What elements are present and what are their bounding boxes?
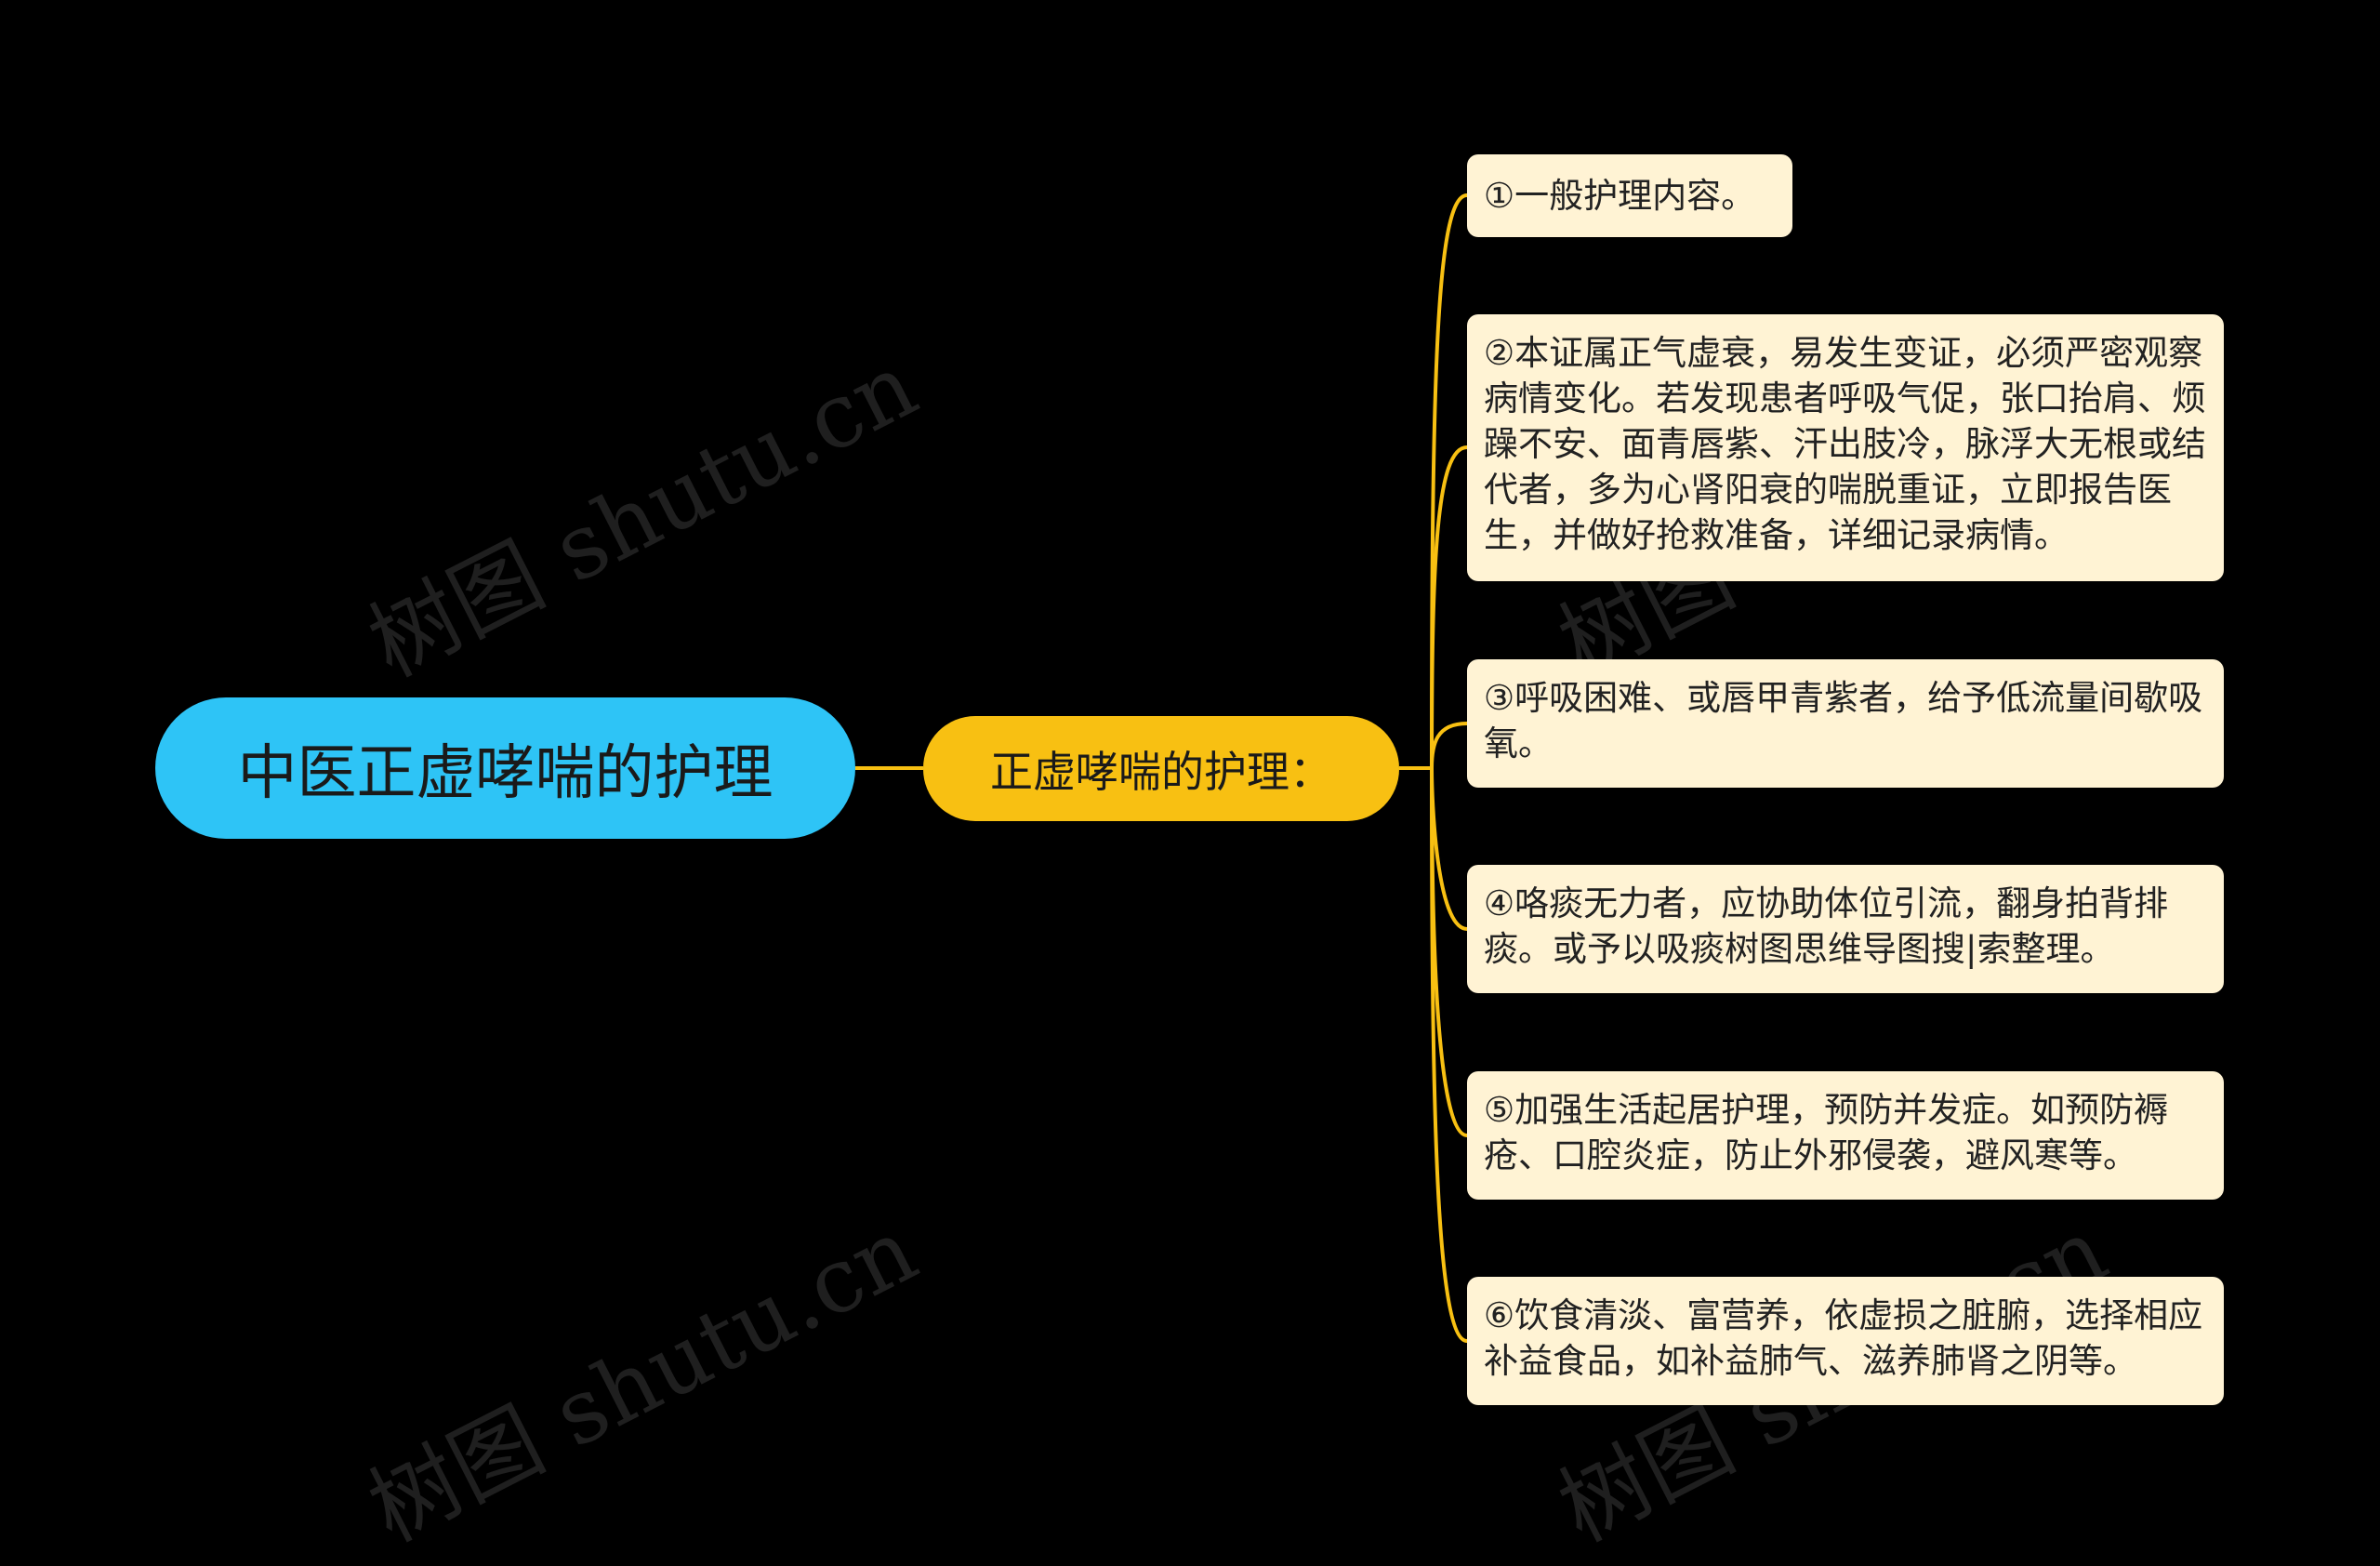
- branch-node-label: 正虚哮喘的护理：: [990, 746, 1332, 797]
- leaf-node-text: ⑤加强生活起居护理，预防并发症。如预防褥疮、口腔炎症，防止外邪侵袭，避风寒等。: [1484, 1090, 2169, 1175]
- leaf-1-connector: [1430, 193, 1468, 769]
- leaf-2-connector: [1430, 445, 1468, 769]
- leaf-node[interactable]: ⑥饮食清淡、富营养，依虚损之脏腑，选择相应补益食品，如补益肺气、滋养肺肾之阴等。: [1467, 1277, 2224, 1405]
- leaf-node-text: ②本证属正气虚衰，易发生变证，必须严密观察病情变化。若发现患者呼吸气促，张口抬肩…: [1484, 333, 2206, 555]
- leaf-node[interactable]: ②本证属正气虚衰，易发生变证，必须严密观察病情变化。若发现患者呼吸气促，张口抬肩…: [1467, 314, 2224, 581]
- leaf-node[interactable]: ①一般护理内容。: [1467, 154, 1792, 237]
- branch-node[interactable]: 正虚哮喘的护理：: [923, 716, 1399, 821]
- leaf-node[interactable]: ⑤加强生活起居护理，预防并发症。如预防褥疮、口腔炎症，防止外邪侵袭，避风寒等。: [1467, 1071, 2224, 1200]
- leaf-node[interactable]: ③呼吸困难、或唇甲青紫者，给予低流量间歇吸氧。: [1467, 659, 2224, 788]
- leaf-5-connector: [1430, 767, 1468, 1137]
- leaf-node-text: ⑥饮食清淡、富营养，依虚损之脏腑，选择相应补益食品，如补益肺气、滋养肺肾之阴等。: [1484, 1295, 2203, 1381]
- leaf-4-connector: [1430, 767, 1468, 931]
- leaf-6-connector: [1430, 767, 1468, 1343]
- leaf-node-text: ③呼吸困难、或唇甲青紫者，给予低流量间歇吸氧。: [1484, 678, 2203, 763]
- root-node-label: 中医正虚哮喘的护理: [237, 739, 774, 808]
- leaf-3-connector: [1430, 722, 1468, 769]
- leaf-node[interactable]: ④咯痰无力者，应协助体位引流，翻身拍背排痰。或予以吸痰树图思维导图搜|索整理。: [1467, 865, 2224, 993]
- leaf-node-text: ④咯痰无力者，应协助体位引流，翻身拍背排痰。或予以吸痰树图思维导图搜|索整理。: [1484, 883, 2169, 969]
- root-node[interactable]: 中医正虚哮喘的护理: [155, 697, 855, 839]
- leaf-node-text: ①一般护理内容。: [1484, 176, 1756, 216]
